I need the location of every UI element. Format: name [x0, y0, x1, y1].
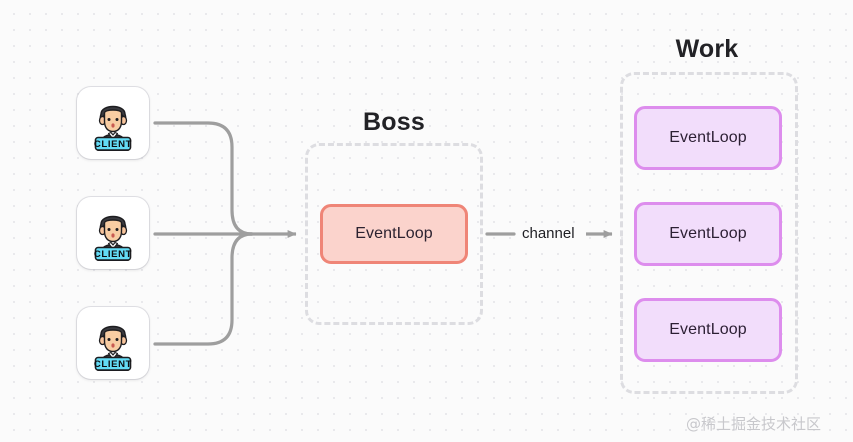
boss-group-title: Boss — [363, 108, 425, 136]
work-event-loop-1[interactable]: EventLoop — [634, 106, 782, 170]
svg-text:CLIENT: CLIENT — [94, 139, 132, 150]
svg-text:CLIENT: CLIENT — [94, 249, 132, 260]
client-node-2[interactable]: CLIENT — [77, 197, 149, 269]
work-event-loop-2-label: EventLoop — [669, 225, 747, 242]
boss-group-box — [305, 143, 483, 325]
work-event-loop-2[interactable]: EventLoop — [634, 202, 782, 266]
work-event-loop-3-label: EventLoop — [669, 321, 747, 338]
work-event-loop-3[interactable]: EventLoop — [634, 298, 782, 362]
boss-event-loop-1[interactable]: EventLoop — [320, 204, 468, 264]
work-event-loop-1-label: EventLoop — [669, 129, 747, 146]
client-avatar-icon: CLIENT — [94, 325, 132, 371]
work-group-title: Work — [675, 35, 739, 63]
client-avatar-icon: CLIENT — [94, 105, 132, 151]
svg-text:CLIENT: CLIENT — [94, 359, 132, 370]
client-node-1[interactable]: CLIENT — [77, 87, 149, 159]
client-avatar-icon: CLIENT — [94, 215, 132, 261]
channel-edge-label: channel — [518, 225, 579, 242]
work-group-box — [620, 72, 798, 394]
edge-client1-to-boss — [153, 121, 254, 236]
edge-client3-to-boss — [153, 232, 254, 346]
boss-event-loop-1-label: EventLoop — [355, 225, 433, 242]
watermark: @稀土掘金技术社区 — [686, 415, 822, 433]
client-node-3[interactable]: CLIENT — [77, 307, 149, 379]
